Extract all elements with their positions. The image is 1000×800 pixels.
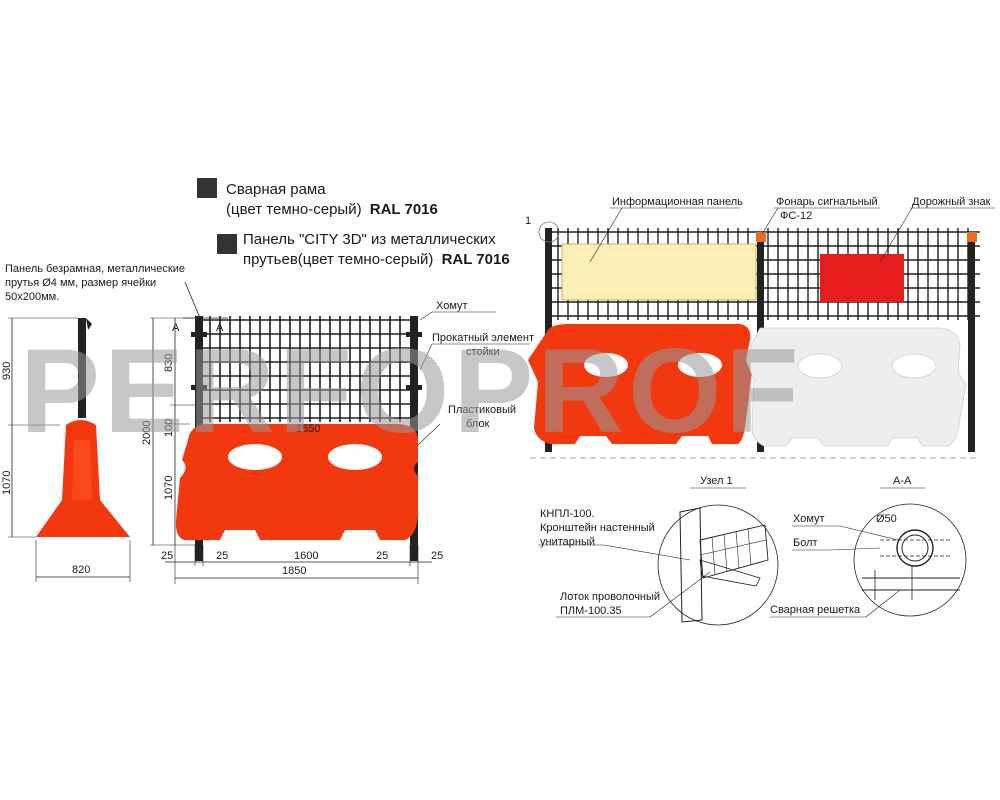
legend-frame: Сварная рама (цвет темно-серый) RAL 7016 (197, 178, 438, 218)
callout-clamp: Хомут (436, 300, 468, 312)
panel-note-line3: 50x200мм. (5, 291, 59, 303)
dim-front-left-25b: 25 (216, 550, 228, 562)
detail-section-aa: А-А Хомут Ø50 Болт Сварная решетка (770, 475, 967, 618)
callout-info-panel: Информационная панель (612, 196, 743, 208)
callout-rolled-element-1: Прокатный элемент (432, 332, 534, 344)
dim-front-total: 2000 (141, 421, 153, 445)
side-post (78, 318, 86, 418)
dim-front-left-25a: 25 (161, 550, 173, 562)
assembly-white-hole-1 (797, 353, 843, 379)
dim-front-100: 100 (163, 419, 175, 437)
legend-panel-title: Панель "CITY 3D" из металлических (243, 231, 496, 248)
node-1-label: 1 (525, 215, 531, 227)
detail-node-1: Узел 1 КНПЛ-100. Кронштейн настенный уни… (538, 475, 779, 626)
assembly-view: 1 Информационная панель Фонарь сигнальны… (525, 196, 995, 459)
assembly-post-3 (968, 236, 975, 452)
signal-lamp-1 (756, 232, 766, 242)
dim-front-right-25b: 25 (431, 550, 443, 562)
legend-panel-ral: RAL 7016 (442, 251, 510, 268)
detail-node-label1-line3: унитарный (540, 536, 595, 548)
road-sign (820, 254, 904, 302)
detail-node-title: Узел 1 (700, 475, 733, 487)
detail-node-label2-line2: ПЛМ-100.35 (560, 605, 622, 617)
legend-panel-color-text: прутьев(цвет темно-серый) (243, 251, 433, 268)
front-block-hole-left (228, 444, 282, 470)
detail-node-label1-line1: КНПЛ-100. (540, 508, 595, 520)
front-mesh-panel (200, 316, 412, 422)
legend-frame-color-text: (цвет темно-серый) (226, 201, 362, 218)
assembly-white-hole-2 (891, 353, 937, 379)
dim-side-base: 820 (72, 564, 90, 576)
detail-section-welded-grid: Сварная решетка (770, 604, 861, 616)
legend-panel-swatch (217, 234, 237, 254)
dim-front-lower: 1070 (163, 476, 175, 500)
assembly-red-hole-1 (584, 353, 628, 377)
watermark-logo: PERFOPROF (20, 324, 803, 458)
dim-front-right-25a: 25 (376, 550, 388, 562)
front-block-hole-right (328, 444, 382, 470)
dim-front-block-top: 1550 (296, 423, 320, 435)
legend-panel-color: прутьев(цвет темно-серый) RAL 7016 (243, 251, 510, 268)
detail-section-title: А-А (893, 475, 912, 487)
assembly-red-hole-2 (678, 353, 722, 377)
legend-panel: Панель "CITY 3D" из металлических прутье… (217, 231, 510, 268)
signal-lamp-2 (967, 232, 977, 242)
panel-note-line1: Панель безрамная, металлические (5, 263, 185, 275)
detail-node-label2-line1: Лоток проволочный (560, 591, 660, 603)
section-marker-right: А (216, 322, 224, 334)
panel-note: Панель безрамная, металлические прутья Ø… (5, 263, 201, 319)
legend-frame-color: (цвет темно-серый) RAL 7016 (226, 201, 438, 218)
dim-front-overall: 1850 (282, 565, 306, 577)
callout-rolled-element-2: стойки (466, 346, 500, 358)
panel-note-line2: прутья Ø4 мм, размер ячейки (5, 277, 156, 289)
info-panel (561, 243, 757, 301)
callout-signal-lamp-2: ФС-12 (780, 210, 812, 222)
callout-signal-lamp-1: Фонарь сигнальный (776, 196, 878, 208)
detail-section-bolt: Болт (793, 537, 818, 549)
callout-plastic-block-1: Пластиковый (448, 404, 516, 416)
callout-plastic-block-2: блок (466, 418, 489, 430)
legend-frame-ral: RAL 7016 (370, 201, 438, 218)
dim-front-upper: 830 (163, 354, 175, 372)
dim-side-lower: 1070 (1, 471, 13, 495)
dim-front-span: 1600 (294, 550, 318, 562)
detail-section-clamp: Хомут (793, 513, 825, 525)
section-marker-left: А (172, 322, 180, 334)
side-view: 930 1070 820 (1, 317, 131, 582)
dim-side-upper: 930 (1, 362, 13, 380)
callout-road-sign: Дорожный знак (912, 196, 991, 208)
detail-node-label1-line2: Кронштейн настенный (540, 522, 655, 534)
detail-section-diameter: Ø50 (876, 513, 897, 525)
legend-frame-title: Сварная рама (226, 181, 326, 198)
node-1-marker (538, 221, 560, 243)
legend-frame-swatch (197, 178, 217, 198)
front-view: А А 1550 830 100 1070 2000 25 25 1600 25… (141, 300, 534, 584)
